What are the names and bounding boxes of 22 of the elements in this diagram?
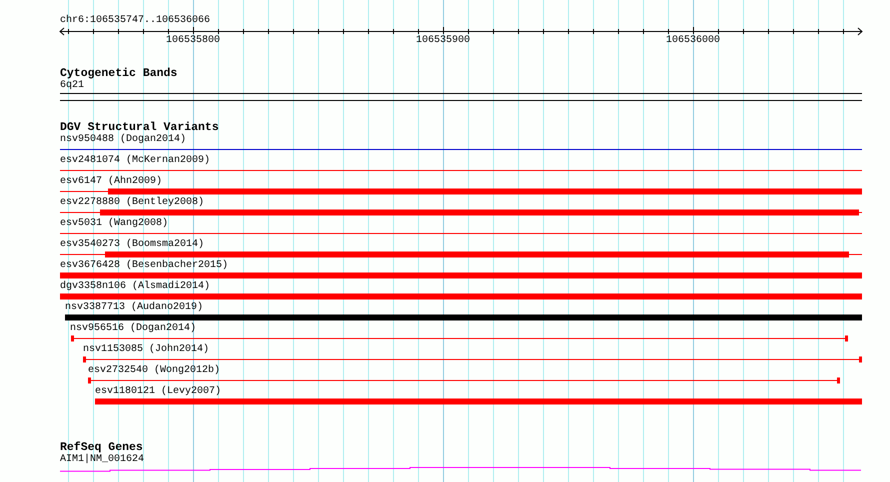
- track-heading: Cytogenetic Bands: [60, 68, 178, 80]
- variant-label: esv5031 (Wang2008): [60, 218, 168, 230]
- variant-label: esv3676428 (Besenbacher2015): [60, 260, 228, 272]
- variant-label: nsv1153085 (John2014): [83, 344, 210, 356]
- track-heading: DGV Structural Variants: [60, 122, 219, 134]
- variant-label: esv6147 (Ahn2009): [60, 176, 162, 188]
- variant-label: nsv950488 (Dogan2014): [60, 134, 186, 146]
- band-label: 6q21: [60, 80, 84, 92]
- variant-label: dgv3358n106 (Alsmadi2014): [60, 281, 210, 293]
- variant-label: esv1180121 (Levy2007): [95, 386, 222, 398]
- variant-label: esv2278880 (Bentley2008): [60, 197, 204, 209]
- variant-label: nsv3387713 (Audano2019): [65, 302, 204, 314]
- variant-label: esv2732540 (Wong2012b): [88, 365, 220, 377]
- coordinate-label: 106535800: [166, 35, 220, 47]
- track-heading: RefSeq Genes: [60, 442, 143, 454]
- variant-label: esv3540273 (Boomsma2014): [60, 239, 204, 251]
- coordinate-label: 106536000: [666, 35, 720, 47]
- variant-label: nsv956516 (Dogan2014): [70, 323, 196, 335]
- range-label: chr6:106535747..106536066: [60, 15, 210, 27]
- variant-label: esv2481074 (McKernan2009): [60, 155, 210, 167]
- gene-label: AIM1|NM_001624: [60, 454, 144, 466]
- coordinate-label: 106535900: [416, 35, 470, 47]
